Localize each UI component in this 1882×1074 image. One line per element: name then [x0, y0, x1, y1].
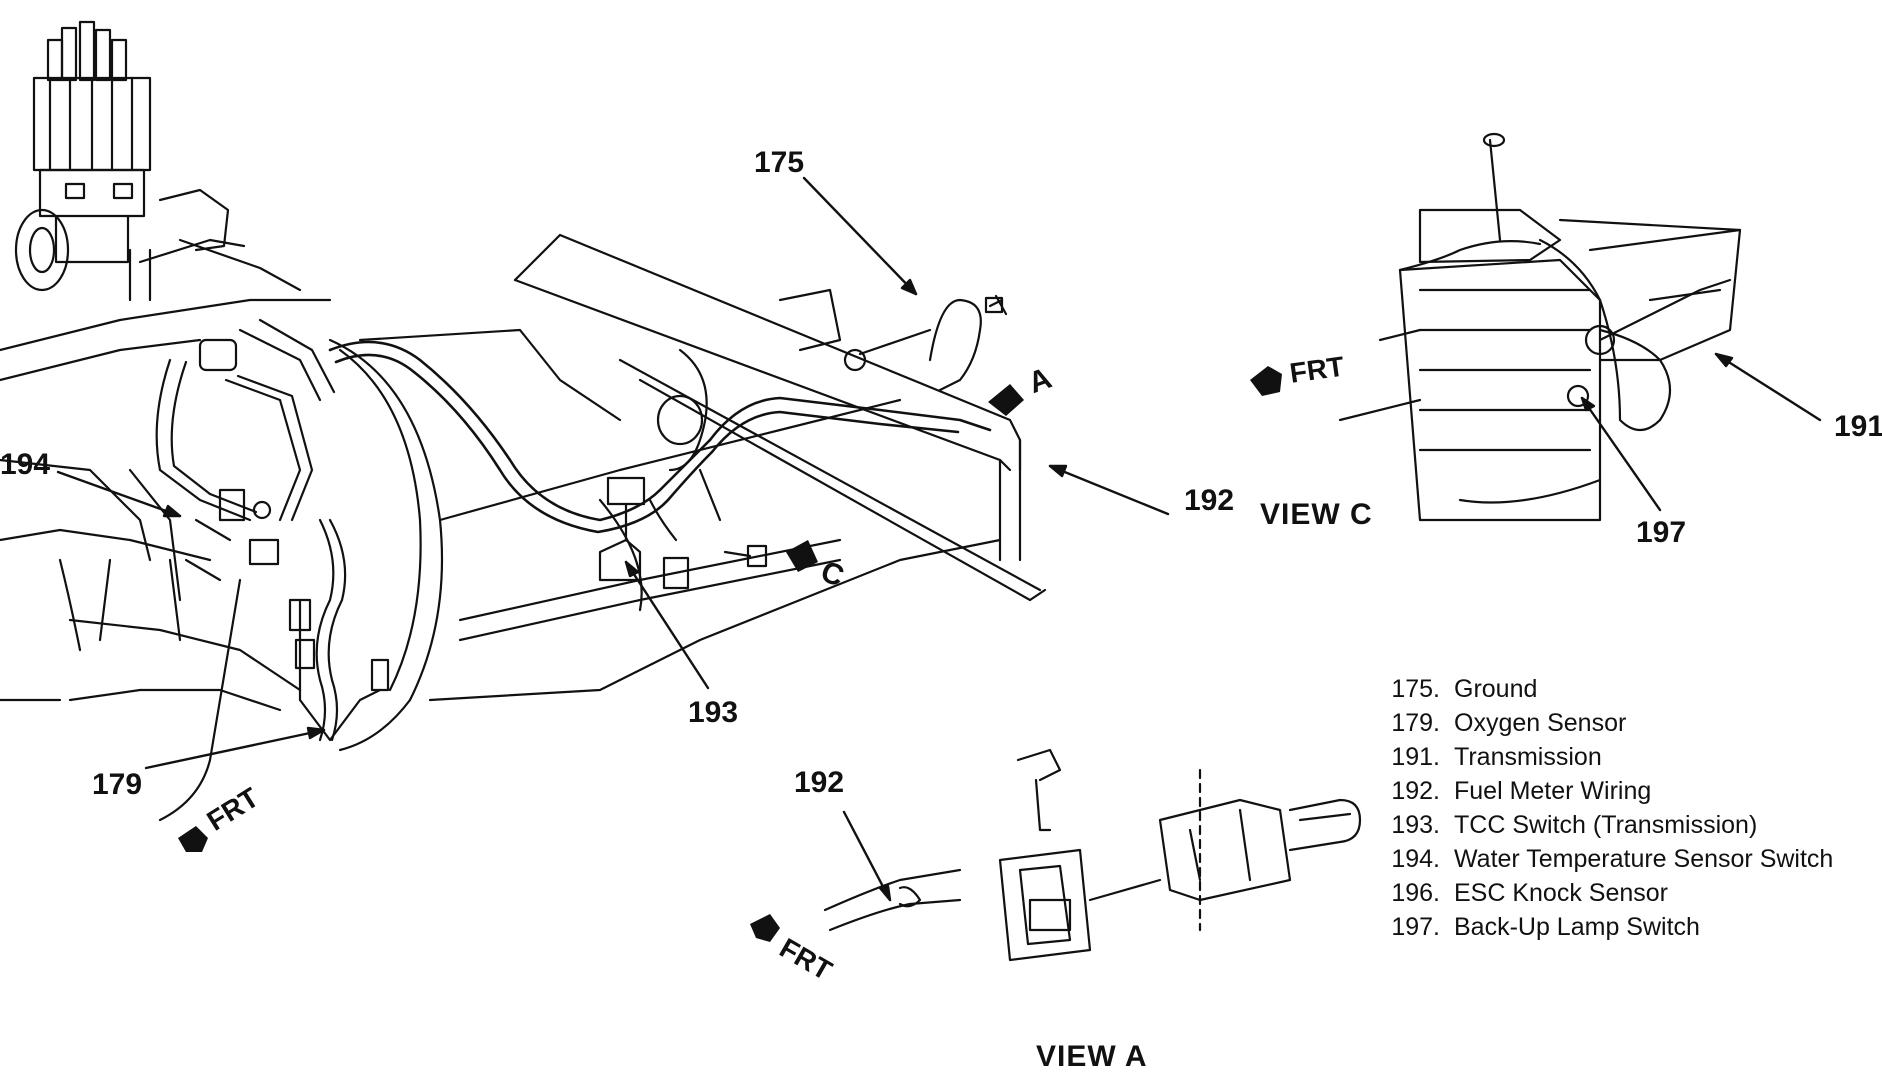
legend-item: 196. ESC Knock Sensor [1372, 876, 1882, 910]
legend-label: Transmission [1454, 743, 1602, 771]
callout-179: 179 [92, 768, 143, 801]
callout-192-main: 192 [1184, 484, 1235, 517]
view-a-title: VIEW A [1036, 1040, 1148, 1073]
callout-197: 197 [1636, 516, 1687, 549]
callout-193: 193 [688, 696, 739, 729]
arrow-a-icon [988, 384, 1024, 416]
legend-number: 197. [1391, 913, 1440, 941]
arrow-frt-view-a-icon [750, 914, 780, 942]
legend-item: 175. Ground [1372, 672, 1882, 706]
direction-arrows [178, 366, 1282, 942]
legend-number: 196. [1391, 879, 1440, 907]
view-c-drawing [1340, 134, 1740, 520]
callout-192-view-a: 192 [794, 766, 845, 799]
transmission-case [330, 290, 1000, 750]
view-c-title: VIEW C [1260, 498, 1373, 531]
engine-block [0, 190, 330, 820]
oxygen-sensor-lead [290, 520, 388, 740]
legend-number: 194. [1391, 845, 1440, 873]
sensor-tubing [157, 320, 334, 580]
callout-194: 194 [0, 448, 51, 481]
legend-label: Fuel Meter Wiring [1454, 777, 1652, 805]
legend-number: 192. [1391, 777, 1440, 805]
frame-rail [515, 235, 1045, 600]
legend-item: 197. Back-Up Lamp Switch [1372, 910, 1882, 944]
legend-number: 191. [1391, 743, 1440, 771]
legend-number: 193. [1391, 811, 1440, 839]
legend-label: Back-Up Lamp Switch [1454, 913, 1700, 941]
legend-item: 191. Transmission [1372, 740, 1882, 774]
arrow-c-icon [786, 540, 818, 572]
ground-strap [845, 296, 1006, 390]
legend-item: 193. TCC Switch (Transmission) [1372, 808, 1882, 842]
legend-label: Ground [1454, 675, 1538, 703]
legend-item: 179. Oxygen Sensor [1372, 706, 1882, 740]
legend-number: 179. [1391, 709, 1440, 737]
main-wire-harness [330, 342, 990, 532]
bolt-view-c [725, 546, 766, 566]
leader-lines [58, 178, 1820, 900]
legend-label: Water Temperature Sensor Switch [1454, 845, 1834, 873]
arrow-frt-main-icon [178, 826, 208, 852]
legend-label: Oxygen Sensor [1454, 709, 1627, 737]
parts-legend: 175. Ground 179. Oxygen Sensor 191. Tran… [1372, 672, 1882, 944]
callout-175: 175 [754, 146, 805, 179]
arrow-frt-view-c-icon [1250, 366, 1282, 396]
legend-label: ESC Knock Sensor [1454, 879, 1668, 907]
distributor-cap [34, 22, 150, 262]
legend-number: 175. [1391, 675, 1440, 703]
callout-191: 191 [1834, 410, 1882, 443]
legend-item: 194. Water Temperature Sensor Switch [1372, 842, 1882, 876]
legend-item: 192. Fuel Meter Wiring [1372, 774, 1882, 808]
tcc-switch-body [600, 478, 688, 588]
legend-label: TCC Switch (Transmission) [1454, 811, 1758, 839]
view-a-connector [825, 750, 1360, 960]
